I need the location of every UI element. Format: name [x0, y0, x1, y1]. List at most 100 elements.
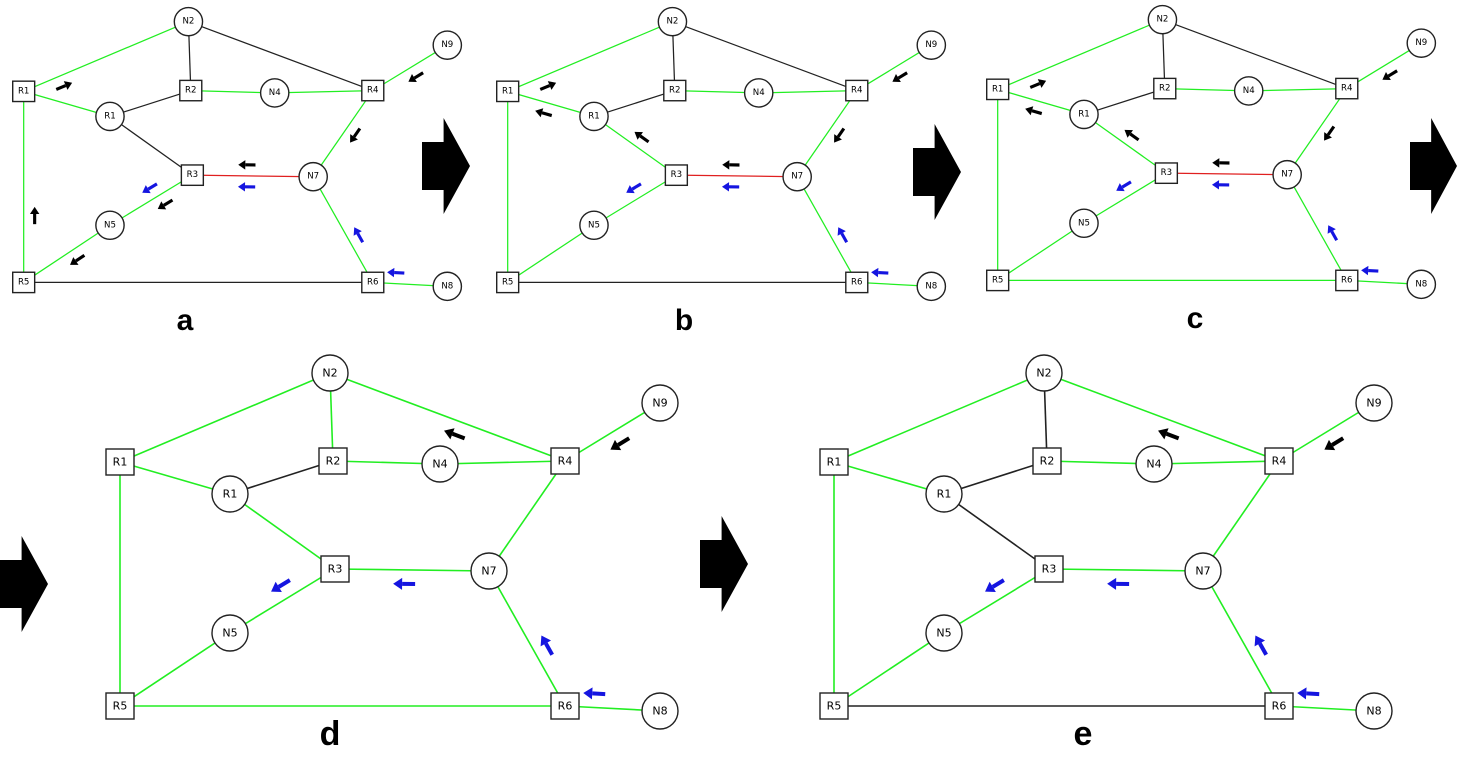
- node-label: R6: [558, 700, 573, 713]
- node-N2: N2: [1147, 4, 1178, 35]
- step-arrow-icon: [913, 124, 961, 220]
- node-label: R1: [1078, 109, 1089, 119]
- link-R6-N7: [312, 176, 374, 283]
- link-N5-R5: [23, 224, 111, 283]
- blue-flow-arrow-icon: [1327, 225, 1339, 242]
- link-R6-N7: [488, 570, 566, 707]
- link-R1-N2: [997, 19, 1163, 90]
- node-label: N5: [588, 220, 600, 230]
- node-N4: N4: [259, 78, 290, 108]
- node-R1: R1: [12, 80, 36, 103]
- black-flow-arrow-icon: [1025, 106, 1043, 116]
- black-flow-arrow-icon: [1212, 158, 1230, 168]
- black-flow-arrow-icon: [238, 160, 256, 170]
- node-label: N8: [652, 705, 667, 718]
- node-label: R4: [851, 86, 862, 96]
- panel-label: b: [675, 304, 693, 337]
- link-R1c-R3: [943, 493, 1050, 570]
- node-R3: R3: [1154, 162, 1179, 185]
- black-flow-arrow-icon: [1324, 125, 1336, 141]
- step-arrows: [0, 118, 1457, 632]
- node-N2: N2: [657, 6, 688, 37]
- link-R3-N5: [593, 174, 677, 226]
- node-R3: R3: [664, 164, 689, 187]
- node-R5: R5: [496, 271, 520, 294]
- step-arrow-icon: [422, 118, 470, 214]
- link-R6-N7: [1286, 174, 1348, 281]
- node-label: R5: [992, 275, 1003, 285]
- link-R1-R1c: [23, 90, 111, 118]
- node-N9: N9: [641, 384, 679, 422]
- node-label: R2: [669, 86, 680, 96]
- node-label: N7: [1195, 565, 1210, 578]
- link-R1c-R3: [1083, 113, 1167, 174]
- link-N4-R4: [274, 89, 373, 94]
- node-N7: N7: [298, 161, 328, 192]
- link-R1c-R3: [229, 493, 336, 570]
- link-R1-R1c: [119, 461, 231, 495]
- node-N8: N8: [641, 692, 679, 730]
- node-label: N9: [925, 40, 937, 50]
- node-N5: N5: [925, 614, 963, 652]
- node-label: R1: [502, 86, 513, 96]
- node-label: R2: [326, 455, 341, 468]
- node-label: N7: [307, 172, 319, 182]
- node-label: R6: [1341, 275, 1352, 285]
- node-label: N4: [1146, 458, 1161, 471]
- node-R6: R6: [550, 692, 580, 720]
- node-N7: N7: [1184, 552, 1222, 590]
- link-R3-N7: [192, 174, 314, 178]
- link-R1-R1c: [833, 461, 945, 495]
- node-R2: R2: [1032, 447, 1062, 475]
- node-N2: N2: [173, 6, 204, 37]
- link-R1c-R3: [593, 115, 677, 176]
- link-N4-R4: [439, 460, 566, 465]
- node-label: R3: [328, 563, 343, 576]
- node-R1c: R1: [579, 101, 609, 132]
- black-flow-arrow-icon: [1382, 69, 1398, 81]
- node-R1: R1: [986, 78, 1010, 101]
- node-label: R4: [1272, 455, 1287, 468]
- link-R4-N7: [488, 460, 566, 572]
- node-label: N4: [1243, 86, 1255, 96]
- node-label: R2: [185, 86, 196, 96]
- black-flow-arrow-icon: [350, 127, 362, 143]
- node-label: R4: [367, 86, 378, 96]
- link-R6-N7: [796, 176, 858, 283]
- black-flow-arrow-icon: [157, 198, 174, 210]
- link-R4-N7: [1202, 460, 1280, 572]
- link-R1-N2: [119, 372, 331, 463]
- black-flow-arrow-icon: [892, 71, 908, 83]
- link-R1c-R3: [109, 115, 193, 176]
- node-label: N2: [1036, 367, 1051, 380]
- node-N2: N2: [311, 354, 349, 392]
- black-flow-arrow-icon: [539, 81, 557, 91]
- node-label: N5: [1078, 218, 1090, 228]
- blue-flow-arrow-icon: [540, 635, 554, 656]
- blue-flow-arrow-icon: [721, 182, 740, 192]
- node-label: R3: [671, 170, 682, 180]
- node-R6: R6: [845, 271, 869, 294]
- node-R5: R5: [986, 269, 1010, 292]
- link-R4-N7: [1286, 88, 1348, 176]
- node-N5: N5: [211, 614, 249, 652]
- link-R1-R1c: [507, 90, 595, 118]
- blue-flow-arrow-icon: [387, 267, 405, 278]
- node-R1c: R1: [925, 475, 963, 513]
- node-N4: N4: [421, 445, 459, 483]
- node-label: R6: [1272, 700, 1287, 713]
- black-flow-arrow-icon: [834, 127, 846, 143]
- node-R5: R5: [105, 692, 135, 720]
- node-label: R2: [1040, 455, 1055, 468]
- link-R3-N5: [943, 568, 1050, 634]
- link-R3-N5: [1083, 172, 1167, 224]
- node-N5: N5: [1069, 208, 1099, 239]
- node-label: N2: [666, 17, 678, 27]
- node-R4: R4: [1335, 77, 1359, 100]
- node-label: N7: [791, 172, 803, 182]
- node-R5: R5: [12, 271, 36, 294]
